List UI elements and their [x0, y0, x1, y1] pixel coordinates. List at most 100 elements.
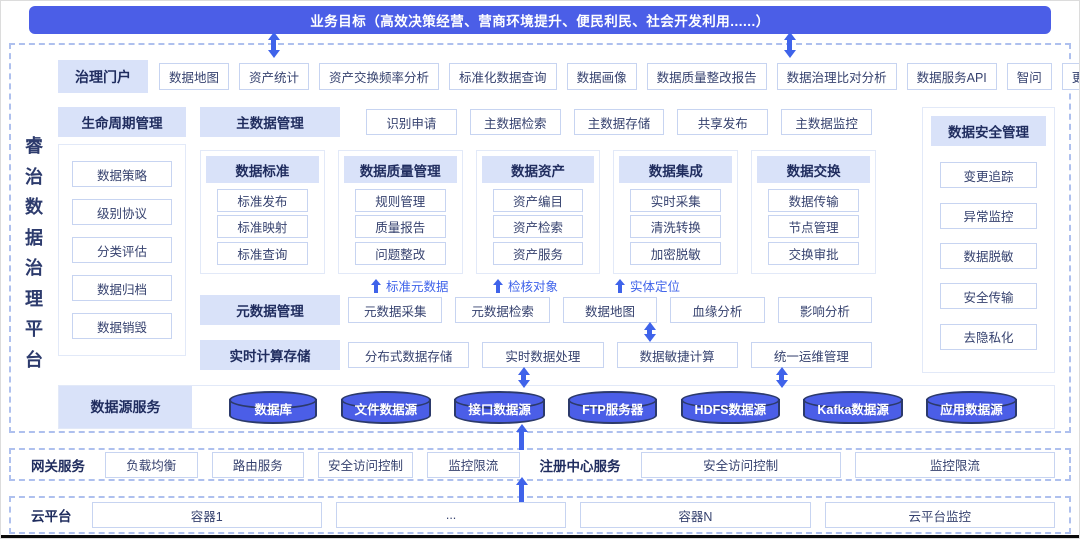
portal-item: 更多应用	[1061, 63, 1079, 90]
arrow-head-icon	[643, 334, 656, 342]
module-item: 资产检索	[492, 215, 584, 238]
platform-box: 睿治数据治理平台 治理门户 数据地图资产统计资产交换频率分析标准化数据查询数据画…	[9, 43, 1079, 433]
database-cylinder-icon: 数据库	[229, 390, 318, 424]
portal-item: 数据服务API	[906, 63, 997, 90]
module-header: 数据资产	[481, 156, 595, 183]
lifecycle-item: 数据策略	[72, 161, 172, 187]
arrow-head-icon	[515, 424, 528, 432]
lifecycle-header: 生命周期管理	[58, 107, 186, 137]
module-item: 实时采集	[630, 188, 722, 212]
master-data-header: 主数据管理	[200, 107, 340, 137]
realtime-storage-item: 统一运维管理	[750, 342, 872, 368]
lifecycle-item: 数据归档	[72, 275, 172, 301]
metadata-item: 影响分析	[777, 297, 873, 323]
master-data-item: 主数据监控	[781, 109, 872, 135]
module-header: 数据集成	[619, 156, 733, 183]
master-data-item: 主数据检索	[469, 109, 561, 135]
database-cylinder-icon: 文件数据源	[340, 390, 432, 424]
middle-section: 主数据管理 识别申请主数据检索主数据存储共享发布主数据监控 数据标准 标准发布标…	[200, 107, 908, 373]
metadata-item: 元数据采集	[348, 297, 443, 323]
database-cylinder-icon: FTP服务器	[568, 390, 658, 424]
portal-row: 治理门户 数据地图资产统计资产交换频率分析标准化数据查询数据画像数据质量整改报告…	[58, 60, 1079, 93]
module-header: 数据标准	[206, 156, 319, 183]
module-item: 节点管理	[768, 215, 859, 238]
cloud-item: 云平台监控	[824, 502, 1055, 528]
security-item: 异常监控	[940, 202, 1037, 229]
gateway-item: 监控限流	[427, 451, 520, 478]
cloud-item: 容器1	[91, 502, 322, 528]
gateway-item: 路由服务	[211, 451, 304, 478]
security-items: 变更追踪异常监控数据脱敏安全传输去隐私化	[940, 148, 1037, 364]
arrow-head-icon	[643, 322, 656, 330]
module-columns: 数据标准 标准发布标准映射标准查询 数据质量管理 规则管理质量报告问题整改 数据…	[200, 150, 876, 274]
master-data-row: 主数据管理 识别申请主数据检索主数据存储共享发布主数据监控	[200, 107, 908, 137]
metadata-realtime-arrow	[643, 322, 656, 342]
datasource-label: 文件数据源	[354, 402, 418, 417]
arrow-head-icon	[267, 50, 280, 58]
registry-center-label: 注册中心服务	[539, 458, 621, 474]
security-item: 去隐私化	[940, 323, 1037, 350]
module-column-data-integration: 数据集成 实时采集清洗转换加密脱敏	[613, 150, 739, 274]
security-column: 数据安全管理 变更追踪异常监控数据脱敏安全传输去隐私化	[922, 107, 1055, 373]
portal-item: 资产交换频率分析	[319, 63, 440, 90]
metadata-item: 元数据检索	[455, 297, 550, 323]
arrow-head-icon	[775, 380, 788, 388]
metadata-items: 元数据采集元数据检索数据地图血缘分析影响分析	[348, 297, 873, 323]
flow-label-check-object: 检核对象	[493, 276, 558, 295]
banner-link-arrow-left	[267, 32, 280, 58]
portal-item: 标准化数据查询	[449, 63, 557, 90]
master-data-items: 识别申请主数据检索主数据存储共享发布主数据监控	[366, 109, 872, 135]
module-item: 质量报告	[354, 215, 446, 238]
module-item: 问题整改	[354, 241, 446, 265]
realtime-datasource-arrow-left	[517, 367, 530, 388]
lifecycle-item: 分类评估	[72, 237, 172, 263]
lifecycle-item: 级别协议	[72, 199, 172, 225]
datasource-label: 接口数据源	[468, 402, 531, 417]
business-goal-banner: 业务目标（高效决策经营、营商环境提升、便民利民、社会开发利用......）	[29, 6, 1051, 34]
realtime-storage-row: 实时计算存储 分布式数据存储实时数据处理数据敏捷计算统一运维管理	[200, 340, 908, 370]
metadata-row: 元数据管理 元数据采集元数据检索数据地图血缘分析影响分析	[200, 295, 908, 325]
module-item: 规则管理	[354, 188, 446, 212]
metadata-header: 元数据管理	[200, 295, 340, 325]
module-item: 清洗转换	[630, 215, 722, 238]
registry-item: 监控限流	[854, 451, 1055, 478]
module-column-data-asset: 数据资产 资产编目资产检索资产服务	[475, 150, 601, 274]
arrow-head-icon	[783, 32, 796, 40]
security-item: 数据脱敏	[940, 242, 1037, 269]
module-header: 数据质量管理	[343, 156, 457, 183]
portal-item: 智问	[1006, 63, 1052, 90]
arrow-head-icon	[515, 477, 528, 485]
bottom-divider	[1, 535, 1079, 538]
portal-header: 治理门户	[58, 60, 148, 93]
gateway-label: 网关服务	[31, 458, 85, 474]
gateway-items: 负载均衡路由服务安全访问控制监控限流	[105, 451, 520, 478]
registry-items: 安全访问控制监控限流	[640, 451, 1055, 478]
banner-link-arrow-right	[783, 32, 796, 58]
portal-item: 数据画像	[566, 63, 637, 90]
cloud-gateway-arrow	[515, 477, 528, 502]
database-cylinder-icon: 接口数据源	[454, 390, 545, 424]
datasource-label: FTP服务器	[582, 402, 644, 417]
registry-item: 安全访问控制	[640, 451, 841, 478]
lifecycle-item: 数据销毁	[72, 313, 172, 339]
portal-items: 数据地图资产统计资产交换频率分析标准化数据查询数据画像数据质量整改报告数据治理比…	[159, 63, 1079, 90]
lifecycle-panel: 数据策略级别协议分类评估数据归档数据销毁	[58, 144, 186, 356]
master-data-item: 共享发布	[677, 109, 769, 135]
arrow-head-icon	[267, 32, 280, 40]
flow-label-standard-metadata: 标准元数据	[371, 276, 449, 295]
lifecycle-column: 生命周期管理 数据策略级别协议分类评估数据归档数据销毁	[58, 107, 186, 373]
realtime-storage-items: 分布式数据存储实时数据处理数据敏捷计算统一运维管理	[348, 342, 872, 368]
datasource-label: 应用数据源	[940, 402, 1003, 417]
module-item: 标准映射	[217, 215, 308, 238]
module-item: 标准查询	[217, 241, 308, 265]
gateway-item: 负载均衡	[105, 451, 198, 478]
security-item: 变更追踪	[940, 162, 1037, 189]
security-item: 安全传输	[940, 283, 1037, 310]
realtime-storage-item: 分布式数据存储	[348, 342, 470, 368]
datasource-row: 数据源服务 数据库 文件数据源 接口数据源 FTP服务器 HDFS数据源 Kaf…	[58, 385, 1055, 429]
portal-item: 资产统计	[239, 63, 310, 90]
database-cylinder-icon: 应用数据源	[926, 390, 1017, 424]
